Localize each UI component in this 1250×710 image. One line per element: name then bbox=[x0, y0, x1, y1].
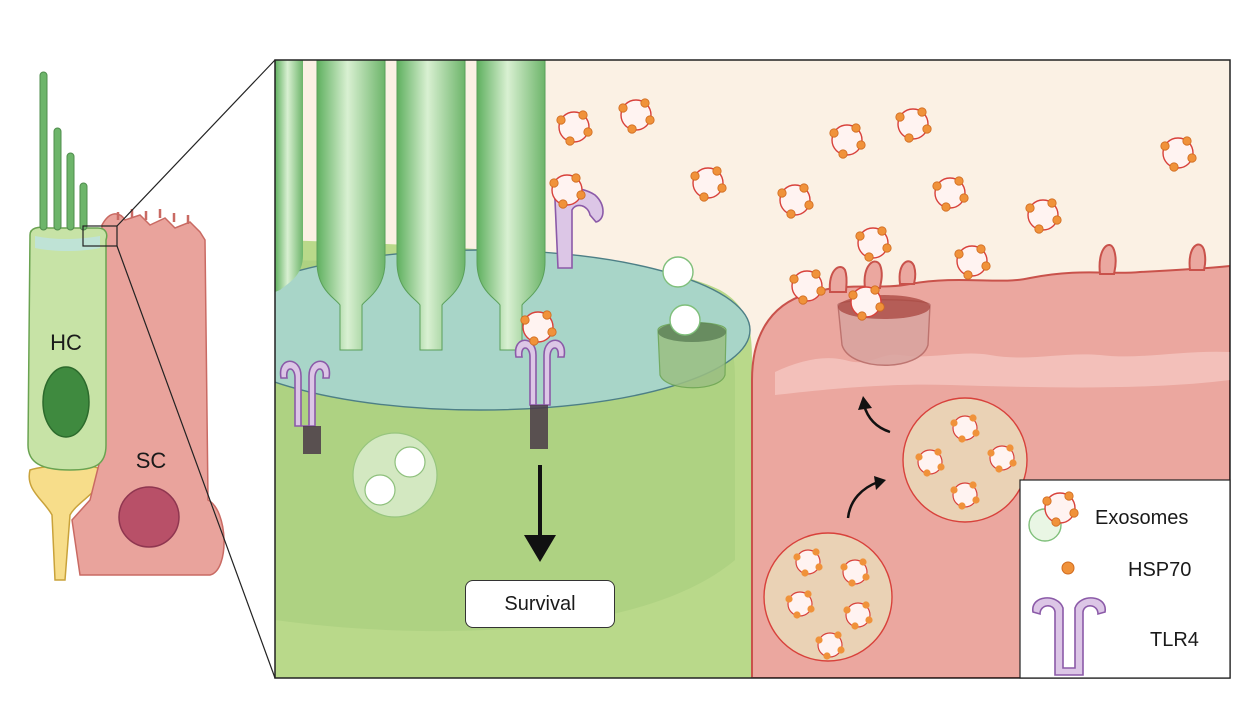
multivesicular-body-lower bbox=[763, 532, 893, 662]
hair-cell-label: HC bbox=[50, 330, 82, 355]
legend-hsp70-icon bbox=[1061, 561, 1075, 575]
tlr4-receptor-left bbox=[279, 360, 331, 454]
stereocilia-overview bbox=[39, 71, 88, 231]
supporting-cell-nucleus bbox=[118, 486, 180, 548]
zoom-line-bottom bbox=[116, 245, 276, 679]
arrow-down-icon bbox=[524, 465, 556, 562]
survival-label-box: Survival bbox=[465, 580, 615, 628]
zoom-panel-border bbox=[274, 59, 1231, 679]
tlr4-receptor-center bbox=[514, 339, 566, 449]
legend-tlr4-icon bbox=[1032, 597, 1106, 676]
legend: Exosomes HSP70 TLR4 bbox=[1019, 479, 1231, 679]
overview-cells: HC SC bbox=[27, 59, 276, 679]
curved-arrow-icon bbox=[846, 480, 879, 519]
vesicle-cluster bbox=[352, 432, 438, 518]
legend-tlr4-label: TLR4 bbox=[1150, 629, 1199, 651]
zoom-region-box bbox=[82, 225, 118, 247]
stereocilia-zoom bbox=[275, 60, 546, 351]
multivesicular-body-upper bbox=[902, 397, 1028, 523]
legend-exosomes-label: Exosomes bbox=[1095, 507, 1188, 529]
legend-hsp70-label: HSP70 bbox=[1128, 559, 1191, 581]
hair-cell-nucleus bbox=[42, 366, 90, 438]
endosome-hair-cell bbox=[657, 256, 727, 389]
zoom-line-top bbox=[116, 59, 276, 227]
supporting-cell-label: SC bbox=[136, 448, 167, 473]
legend-exosome-icon bbox=[1028, 491, 1079, 542]
